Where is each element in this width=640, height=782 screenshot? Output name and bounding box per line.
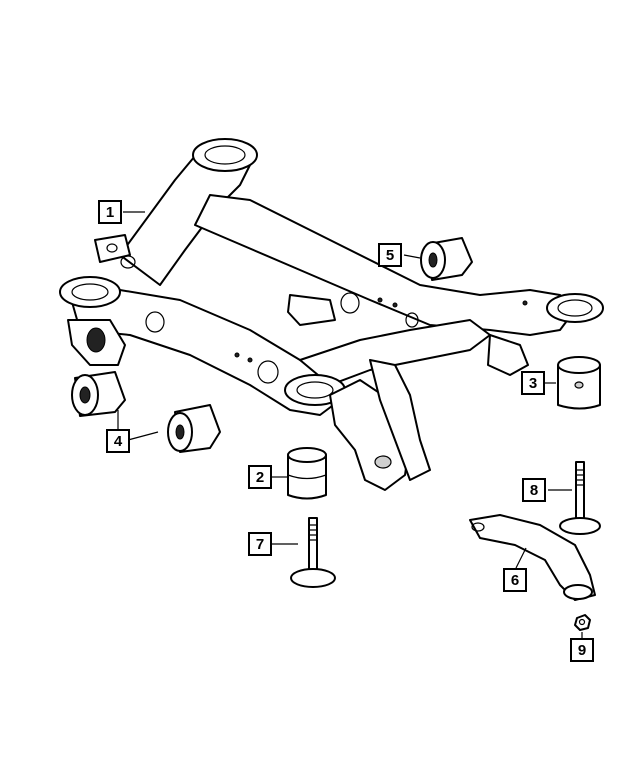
bushing-4-right [167,404,221,453]
leader-lines [117,211,583,638]
callout-2: 2 [248,465,272,489]
bushing-5 [420,237,473,281]
bushing-4-left [71,371,126,417]
nut-9 [574,614,591,631]
callout-4: 4 [106,429,130,453]
bolt-7 [290,517,336,588]
bracket-6 [469,514,596,601]
callout-7: 7 [248,532,272,556]
crossmember-frame [59,138,604,491]
bolt-8 [559,461,601,535]
callout-6: 6 [503,568,527,592]
bushing-2 [287,447,327,500]
callout-9: 9 [570,638,594,662]
callout-5: 5 [378,243,402,267]
callout-3: 3 [521,371,545,395]
callout-1: 1 [98,200,122,224]
callout-8: 8 [522,478,546,502]
bushing-3 [557,356,601,410]
